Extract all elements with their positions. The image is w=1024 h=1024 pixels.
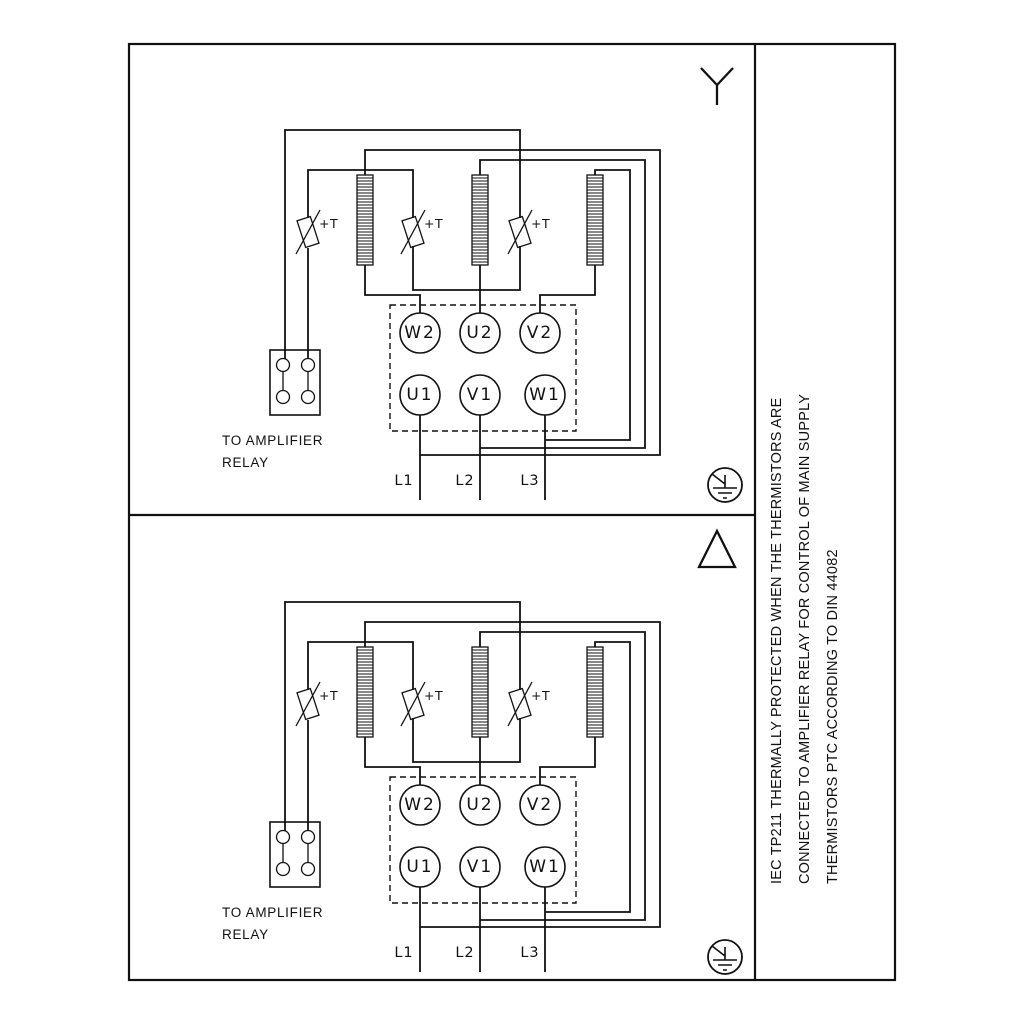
thermistor-label: +T <box>319 688 339 703</box>
relay-note-line2: RELAY <box>222 927 269 942</box>
wire <box>284 129 521 359</box>
relay-note-line1: TO AMPLIFIER <box>222 433 324 448</box>
terminal-circle <box>399 846 441 888</box>
supply-label-l2: L2 <box>455 945 475 961</box>
ptc-thermistor-icon <box>400 209 426 255</box>
ptc-thermistor-icon <box>507 681 533 727</box>
supply-label-l1: L1 <box>394 473 414 489</box>
motor-winding <box>471 646 489 738</box>
wire <box>539 737 596 785</box>
relay-note-line2: RELAY <box>222 455 269 470</box>
panel-delta-connection <box>269 528 743 975</box>
amplifier-relay-terminals <box>269 821 321 888</box>
wire <box>545 169 631 441</box>
wire <box>284 601 521 831</box>
terminal-label-w2: W2 <box>404 323 436 343</box>
terminal-label-v2: V2 <box>526 795 554 815</box>
motor-winding <box>356 174 374 266</box>
terminal-label-v1: V1 <box>466 385 494 405</box>
wire <box>307 169 414 218</box>
terminal-circle <box>459 312 501 354</box>
thermistor-label: +T <box>531 216 551 231</box>
wire <box>539 265 596 313</box>
terminal-label-v1: V1 <box>466 857 494 877</box>
terminal-circle <box>524 846 566 888</box>
earth-ground-icon <box>707 467 743 503</box>
thermistor-label: +T <box>531 688 551 703</box>
supply-label-l3: L3 <box>520 473 540 489</box>
earth-ground-icon <box>707 939 743 975</box>
motor-winding <box>586 646 604 738</box>
terminal-label-v2: V2 <box>526 323 554 343</box>
terminal-label-u1: U1 <box>406 385 434 405</box>
supply-label-l3: L3 <box>520 945 540 961</box>
motor-winding <box>586 174 604 266</box>
thermistor-label: +T <box>424 688 444 703</box>
terminal-board-outline <box>389 304 577 432</box>
wire <box>364 621 661 928</box>
motor-winding <box>356 646 374 738</box>
terminal-label-u2: U2 <box>466 323 494 343</box>
wire <box>364 737 421 785</box>
wire <box>412 246 521 291</box>
side-note-line3: THERMISTORS PTC ACCORDING TO DIN 44082 <box>825 549 841 884</box>
terminal-label-w1: W1 <box>529 385 561 405</box>
side-note-line2: CONNECTED TO AMPLIFIER RELAY FOR CONTROL… <box>797 393 813 884</box>
star-connection-icon <box>700 67 734 105</box>
terminal-circle <box>399 312 441 354</box>
wire <box>479 631 646 921</box>
panel-star-connection <box>269 67 743 503</box>
wire <box>412 718 521 763</box>
supply-label-l2: L2 <box>455 473 475 489</box>
terminal-circle <box>459 374 501 416</box>
terminal-circle <box>399 784 441 826</box>
terminal-circle <box>519 312 561 354</box>
terminal-circle <box>519 784 561 826</box>
outer-border <box>127 42 897 982</box>
wire <box>479 159 646 449</box>
wire <box>364 265 421 313</box>
ptc-thermistor-icon <box>295 209 321 255</box>
relay-note-line1: TO AMPLIFIER <box>222 905 324 920</box>
thermistor-label: +T <box>319 216 339 231</box>
supply-label-l1: L1 <box>394 945 414 961</box>
delta-connection-icon <box>697 528 737 569</box>
terminal-label-u2: U2 <box>466 795 494 815</box>
side-note: IEC TP211 THERMALLY PROTECTED WHEN THE T… <box>763 364 847 884</box>
terminal-circle <box>459 784 501 826</box>
terminal-label-u1: U1 <box>406 857 434 877</box>
terminal-circle <box>459 846 501 888</box>
side-note-line1: IEC TP211 THERMALLY PROTECTED WHEN THE T… <box>769 397 785 884</box>
ptc-thermistor-icon <box>507 209 533 255</box>
amplifier-relay-terminals <box>269 349 321 416</box>
wire <box>364 149 661 456</box>
terminal-circle <box>524 374 566 416</box>
terminal-label-w1: W1 <box>529 857 561 877</box>
ptc-thermistor-icon <box>400 681 426 727</box>
terminal-circle <box>399 374 441 416</box>
wire <box>307 641 414 690</box>
motor-winding <box>471 174 489 266</box>
thermistor-label: +T <box>424 216 444 231</box>
ptc-thermistor-icon <box>295 681 321 727</box>
terminal-board-outline <box>389 776 577 904</box>
wire <box>545 641 631 913</box>
terminal-label-w2: W2 <box>404 795 436 815</box>
